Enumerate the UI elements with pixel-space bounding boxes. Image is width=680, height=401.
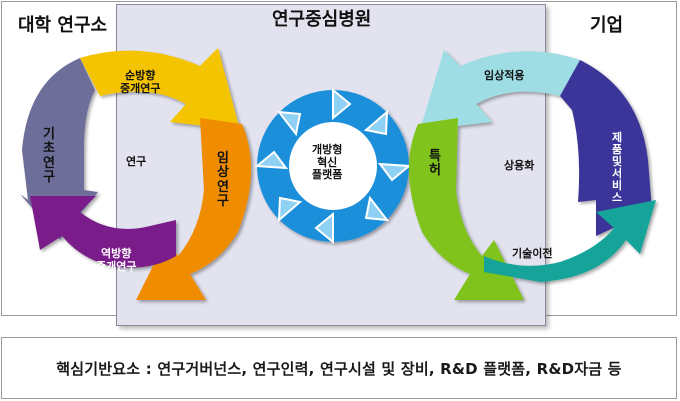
university-title: 대학 연구소 [18, 15, 108, 36]
top-arrow-clinical-application [420, 50, 580, 130]
reverse-translational-label: 역방향 중개연구 [96, 247, 137, 273]
footer-box: 핵심기반요소 : 연구거버넌스, 연구인력, 연구시설 및 장비, R&D 플랫… [1, 337, 677, 399]
basic-research-label: 기초연구 [43, 127, 55, 185]
left-arrow-patent [408, 118, 524, 300]
open-innovation-platform-label: 개방형 혁신 플랫폼 [312, 143, 343, 182]
right-arrow-clinical-research [136, 118, 252, 300]
hospital-title: 연구중심병원 [272, 9, 372, 30]
clinical-research-label: 임상연구 [217, 151, 229, 209]
top-arrow-forward-translational [80, 48, 240, 130]
commercialization-label: 상용화 [504, 159, 535, 172]
products-services-label: 제품 및 서비스 [611, 131, 623, 205]
core-foundation-text: 핵심기반요소 : 연구거버넌스, 연구인력, 연구시설 및 장비, R&D 플랫… [56, 359, 622, 378]
bottom-arrow-reverse-translational [30, 196, 176, 268]
research-center-label: 연구 [126, 155, 147, 168]
company-title: 기업 [590, 15, 624, 36]
patent-label: 특허 [429, 149, 441, 179]
clinical-application-label: 임상적용 [484, 69, 525, 82]
forward-translational-label: 순방향 중개연구 [120, 69, 161, 95]
tech-transfer-label: 기술이전 [512, 247, 553, 260]
right-arrow-products-services [560, 60, 652, 236]
bottom-arrow-tech-transfer [484, 200, 656, 282]
open-innovation-cycle [254, 87, 412, 245]
left-arrow-basic-research [20, 58, 98, 240]
